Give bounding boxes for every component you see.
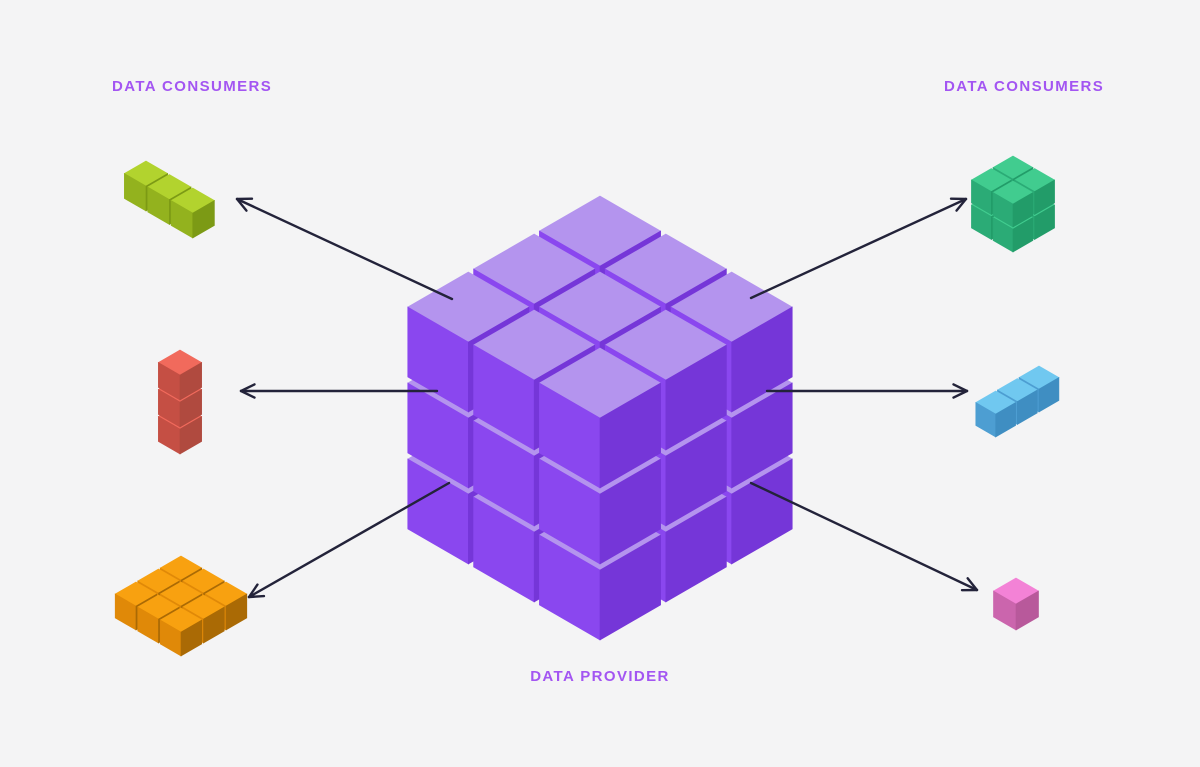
arrowhead-stroke (239, 389, 256, 399)
cube-face (1017, 389, 1038, 426)
cube-face (599, 382, 661, 489)
cube-face (225, 593, 248, 631)
cube-face (665, 344, 727, 451)
cube-face (1012, 191, 1034, 228)
arrow-shaft (235, 197, 454, 301)
arrowhead-stroke (247, 594, 266, 599)
cube-face (731, 306, 793, 413)
cube-face (1034, 179, 1055, 216)
arrow-shaft (749, 481, 979, 592)
label-data-consumers-right: DATA CONSUMERS (944, 78, 1105, 95)
consumer-green-row (123, 160, 216, 239)
arrow-to-teal (749, 197, 968, 300)
cube-face (179, 361, 202, 401)
cube-face (599, 458, 661, 565)
arrow-shaft (247, 481, 451, 599)
consumer-pink-cube (992, 577, 1040, 631)
arrowhead-stroke (955, 197, 968, 212)
cube-face (179, 388, 202, 428)
data-provider-cube (407, 195, 793, 641)
arrowhead-stroke (235, 197, 248, 212)
cube-face (192, 199, 215, 239)
consumer-teal-block (970, 155, 1056, 253)
arrowhead-stroke (952, 389, 969, 399)
arrow-to-orange (247, 481, 451, 599)
cube-face (203, 606, 225, 644)
arrowhead-stroke (247, 583, 259, 599)
label-data-provider: DATA PROVIDER (530, 668, 670, 685)
cube-face (1012, 216, 1034, 253)
arrowhead-stroke (966, 577, 979, 592)
consumer-blue-row (975, 365, 1060, 438)
arrow-to-pink (749, 481, 979, 592)
consumer-red-stack (157, 349, 203, 455)
label-data-consumers-left: DATA CONSUMERS (112, 78, 273, 95)
arrowhead-stroke (239, 383, 256, 393)
arrow-shaft (749, 197, 968, 300)
cube-face (665, 420, 727, 527)
consumer-orange-slab (114, 555, 248, 657)
cube-face (1034, 204, 1055, 241)
cube-face (1038, 376, 1060, 413)
arrow-to-green (235, 197, 454, 301)
cube-face (731, 382, 793, 489)
cube-face (995, 401, 1016, 438)
arrowhead-stroke (952, 383, 969, 393)
cube-face (1015, 590, 1039, 631)
cube-face (179, 415, 202, 455)
arrow-to-blue (765, 383, 969, 399)
cube-face (665, 496, 727, 603)
arrow-to-red (239, 383, 439, 399)
cube-face (180, 619, 203, 657)
cube-face (599, 534, 661, 641)
